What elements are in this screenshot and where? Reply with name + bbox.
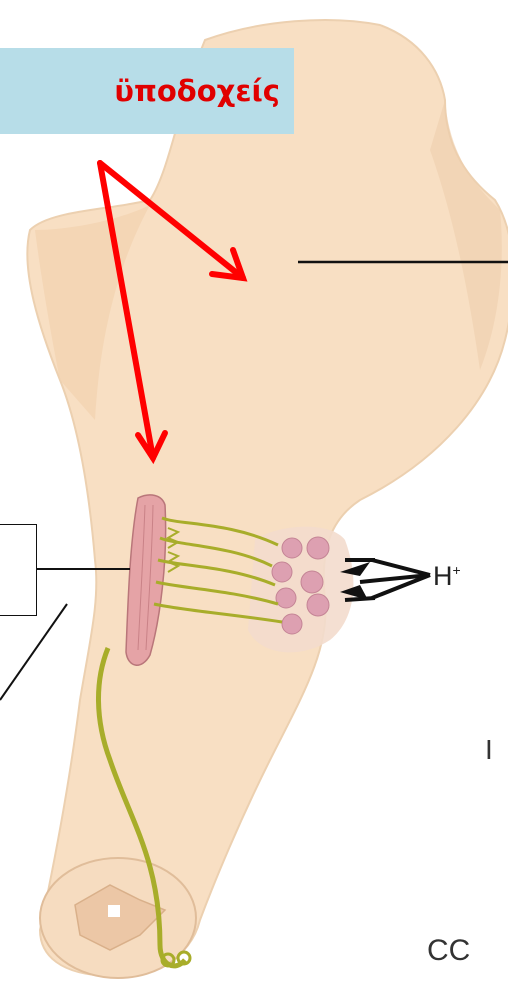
receptor-label-box: ϋποδοχείς — [0, 48, 294, 134]
hydrogen-ion-label: H+ — [433, 561, 461, 592]
empty-label-box — [0, 524, 37, 616]
leader-line-diagonal — [0, 604, 67, 700]
receptor-label: ϋποδοχείς — [114, 74, 280, 108]
cut-off-label-bottom: CC — [427, 934, 470, 968]
ion-charge: + — [453, 562, 461, 578]
cut-off-label-mid: I — [485, 734, 493, 766]
ion-symbol: H — [433, 561, 453, 591]
cross-section-core — [108, 905, 120, 917]
